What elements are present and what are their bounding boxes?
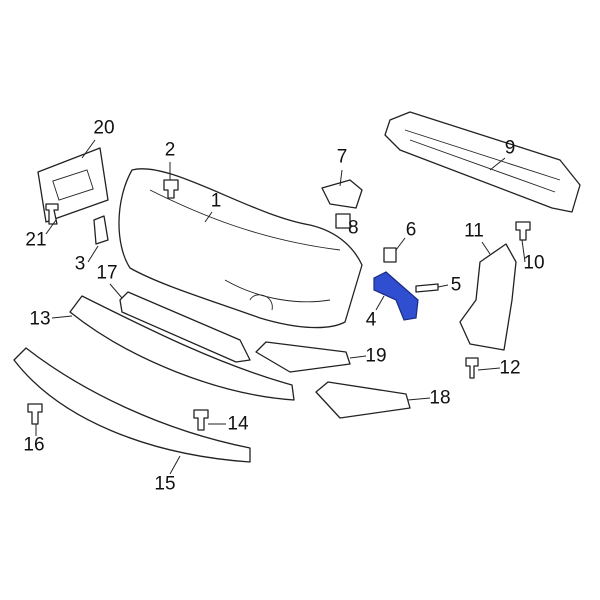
callout-3: 3 (74, 253, 86, 275)
part-11-side-bracket (459, 243, 517, 351)
part-13-lower-cover (69, 295, 295, 401)
part-19-fog-garnish (255, 341, 351, 373)
callout-8: 8 (348, 217, 359, 239)
part-16-bolt (27, 403, 43, 425)
callout-9: 9 (504, 137, 516, 159)
callout-1: 1 (210, 190, 222, 212)
part-7-bracket (321, 179, 363, 209)
callout-16: 16 (23, 434, 45, 456)
callout-17: 17 (96, 262, 118, 284)
callout-21: 21 (25, 229, 47, 251)
part-6-nut (383, 247, 397, 263)
part-1-bumper-cover (118, 168, 363, 329)
part-21-screw (45, 203, 59, 225)
callout-10: 10 (523, 252, 545, 274)
callout-11: 11 (464, 220, 484, 242)
callout-4: 4 (365, 309, 377, 331)
part-10-bolt (515, 221, 531, 241)
part-17-grille (119, 291, 251, 363)
callout-6: 6 (405, 219, 417, 241)
part-9-reinforcement (384, 111, 581, 213)
callout-14: 14 (227, 413, 249, 435)
part-2-clip (163, 179, 179, 199)
callout-19: 19 (365, 345, 387, 367)
part-14-bolt (193, 409, 209, 431)
part-18-garnish (315, 381, 411, 419)
part-5-screw (415, 283, 439, 293)
callout-7: 7 (336, 146, 348, 168)
callout-15: 15 (154, 473, 176, 495)
callout-13: 13 (29, 308, 51, 330)
callout-12: 12 (499, 357, 521, 379)
part-4-bracket-highlighted (373, 271, 419, 321)
part-3-bracket (93, 215, 109, 245)
part-12-bolt (465, 357, 479, 379)
callout-5: 5 (450, 274, 462, 296)
leader-lines (35, 139, 526, 475)
callout-20: 20 (93, 117, 115, 139)
callout-18: 18 (429, 387, 451, 409)
callout-2: 2 (164, 139, 176, 161)
part-15-lower-spoiler (13, 347, 251, 463)
